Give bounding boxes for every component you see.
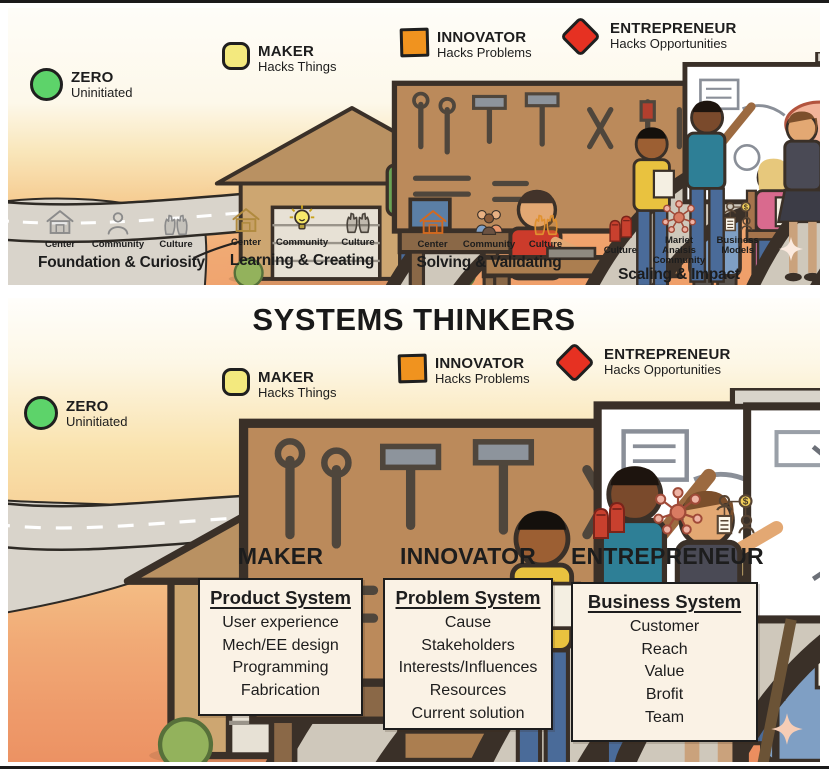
entrepreneur-diamond-icon bbox=[553, 341, 595, 383]
icon-label: Mariet Analsis bbox=[662, 235, 696, 256]
maker-square-icon bbox=[222, 368, 250, 396]
hands-icon bbox=[161, 208, 191, 238]
house-icon bbox=[231, 206, 261, 236]
box-item: User experience bbox=[222, 614, 339, 631]
product-system-box: Product System User experience Mech/EE d… bbox=[198, 578, 363, 716]
box-item: Stakeholders bbox=[421, 636, 515, 654]
journey-panel-top: ZERO Uninitiated MAKER Hacks Things INNO… bbox=[8, 8, 820, 285]
maker-badge: MAKER Hacks Things bbox=[222, 368, 337, 401]
box-item: Team bbox=[644, 708, 685, 726]
page-title: SYSTEMS THINKERS bbox=[252, 302, 576, 337]
journey-illustration-bottom bbox=[8, 298, 820, 762]
innovator-badge: INNOVATOR Hacks Problems bbox=[397, 353, 530, 387]
entrepreneur-sublabel: Hacks Opportunities bbox=[604, 362, 722, 378]
box-title: Business System bbox=[587, 591, 742, 612]
box-item: Reach bbox=[641, 640, 688, 658]
innovator-square-icon bbox=[397, 353, 428, 384]
innovator-sublabel: Hacks Problems bbox=[435, 371, 530, 387]
maker-sublabel: Hacks Things bbox=[258, 59, 337, 75]
community-sublabel: Community bbox=[652, 254, 706, 266]
journey-illustration-top bbox=[8, 8, 820, 285]
icon-label: Culture bbox=[603, 244, 637, 256]
stage-title: Foundation & Curiosity bbox=[38, 253, 205, 271]
people-icon bbox=[472, 204, 506, 238]
hands-icon bbox=[343, 206, 373, 236]
systems-thinkers-panel: SYSTEMS THINKERS ZERO Uninitiated MAKER … bbox=[8, 298, 820, 762]
entrepreneur-label: ENTREPRENEUR bbox=[610, 20, 737, 37]
box-item: Value bbox=[644, 663, 685, 681]
entrepreneur-badge: ENTREPRENEUR Hacks Opportunities bbox=[558, 14, 737, 58]
icon-label: Culture bbox=[341, 237, 375, 248]
entrepreneur-badge: ENTREPRENEUR Hacks Opportunities bbox=[552, 340, 731, 384]
box-title: Product System bbox=[210, 587, 351, 608]
zero-circle-icon bbox=[30, 68, 63, 101]
icon-label: Community bbox=[91, 239, 145, 250]
maker-square-icon bbox=[222, 42, 250, 70]
maker-sublabel: Hacks Things bbox=[258, 385, 337, 401]
zero-sublabel: Uninitiated bbox=[71, 85, 133, 101]
box-item: Interests/Influences bbox=[398, 659, 538, 677]
person-icon bbox=[103, 208, 133, 238]
raised-fists-icon bbox=[603, 210, 637, 244]
zero-badge: ZERO Uninitiated bbox=[30, 68, 132, 101]
business-models-icon bbox=[721, 200, 755, 234]
stage-title: Scaling & Impact bbox=[618, 265, 740, 283]
icon-label: Business Models bbox=[716, 235, 759, 256]
box-item: Mech/EE design bbox=[222, 636, 339, 654]
entrepreneur-diamond-icon bbox=[559, 15, 601, 57]
stage-learning-creating: Center Community Culture Learning & Crea… bbox=[226, 204, 378, 270]
icon-label: Community bbox=[462, 239, 516, 250]
house-icon bbox=[418, 208, 448, 238]
box-item: Programming bbox=[232, 659, 329, 677]
box-item: Brofit bbox=[645, 686, 684, 704]
icon-label: Culture bbox=[159, 239, 193, 250]
zero-circle-icon bbox=[24, 396, 58, 430]
problem-system-box: Problem System Cause Stakeholders Intere… bbox=[383, 578, 553, 730]
box-item: Current solution bbox=[411, 704, 525, 722]
icon-label: Center bbox=[44, 239, 76, 250]
entrepreneur-column-heading: ENTREPRENEUR bbox=[571, 543, 764, 569]
box-item: Fabrication bbox=[240, 682, 321, 700]
icon-label: Culture bbox=[528, 239, 563, 250]
bottom-border-line bbox=[0, 766, 829, 769]
innovator-column-heading: INNOVATOR bbox=[400, 543, 536, 569]
stage-foundation-curiosity: Center Community Culture Foundation & Cu… bbox=[38, 208, 205, 272]
icon-label: Community bbox=[275, 237, 329, 248]
icon-label: Center bbox=[230, 237, 262, 248]
innovator-square-icon bbox=[399, 27, 430, 58]
maker-column-heading: MAKER bbox=[237, 543, 324, 569]
hands-icon bbox=[531, 208, 561, 238]
box-item: Customer bbox=[629, 618, 700, 635]
zero-badge: ZERO Uninitiated bbox=[24, 396, 127, 430]
icon-label: Center bbox=[417, 239, 448, 250]
entrepreneur-label: ENTREPRENEUR bbox=[604, 346, 731, 363]
business-system-box: Business System Customer Reach Value Bro… bbox=[571, 582, 758, 742]
network-icon bbox=[661, 198, 697, 234]
box-title: Problem System bbox=[395, 587, 541, 608]
innovator-sublabel: Hacks Problems bbox=[437, 45, 532, 61]
maker-label: MAKER bbox=[258, 369, 314, 386]
lightbulb-icon bbox=[286, 204, 318, 236]
top-border-line bbox=[0, 0, 829, 3]
innovator-label: INNOVATOR bbox=[437, 29, 527, 46]
entrepreneur-sublabel: Hacks Opportunities bbox=[610, 36, 728, 52]
box-item: Cause bbox=[444, 614, 492, 631]
innovator-badge: INNOVATOR Hacks Problems bbox=[399, 27, 532, 61]
innovator-label: INNOVATOR bbox=[435, 355, 525, 372]
maker-badge: MAKER Hacks Things bbox=[222, 42, 337, 75]
stage-title: Solving & Validating bbox=[416, 253, 562, 271]
zero-sublabel: Uninitiated bbox=[66, 414, 128, 430]
maker-label: MAKER bbox=[258, 43, 314, 60]
stage-scaling-impact: Culture Mariet Analsis Business Models C… bbox=[596, 198, 762, 284]
zero-label: ZERO bbox=[66, 398, 109, 415]
stage-title: Learning & Creating bbox=[229, 251, 375, 269]
stage-solving-validating: Center Community Culture Solving & Valid… bbox=[412, 204, 566, 272]
box-item: Resources bbox=[429, 682, 507, 700]
house-icon bbox=[45, 208, 75, 238]
zero-label: ZERO bbox=[71, 69, 114, 86]
